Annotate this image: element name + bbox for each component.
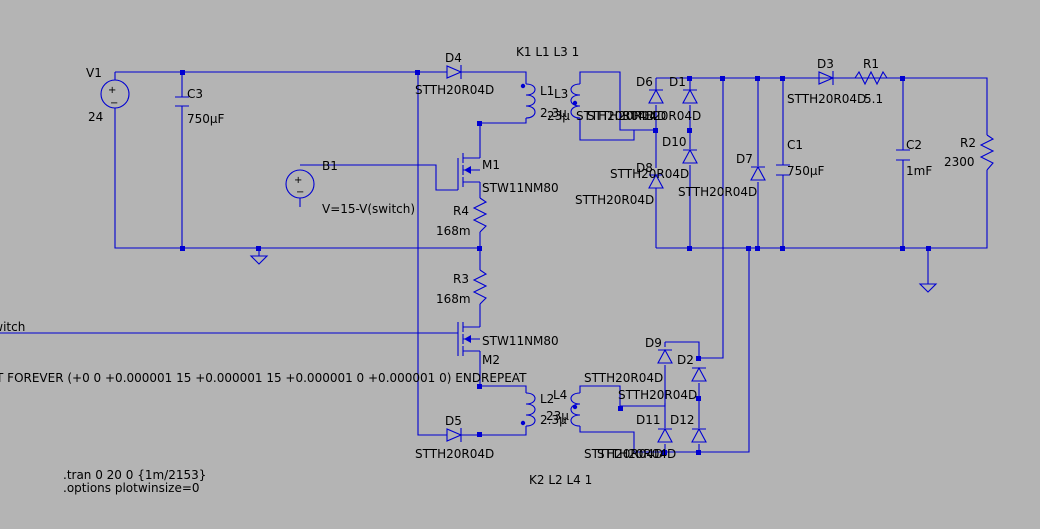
- c3-name: C3: [187, 87, 203, 101]
- m1-name: M1: [482, 158, 500, 172]
- d11-name: D11: [636, 413, 661, 427]
- m2-part: STW11NM80: [482, 334, 559, 348]
- svg-text:STTH20R04D: STTH20R04D: [618, 388, 697, 402]
- diode-d2: D2: [677, 353, 707, 382]
- k1-directive: K1 L1 L3 1: [516, 45, 579, 59]
- k2-directive: K2 L2 L4 1: [529, 473, 592, 487]
- plus-sign: +: [108, 85, 116, 96]
- d5-name: D5: [445, 414, 462, 428]
- m2-name: M2: [482, 353, 500, 367]
- voltage-source-b1: + − B1 V=15-V(switch): [285, 159, 415, 216]
- diode-d10: D10: [662, 135, 698, 164]
- svg-text:STTH20R04D: STTH20R04D: [622, 109, 701, 123]
- options-directive: .options plotwinsize=0: [63, 481, 200, 495]
- capacitor-c2: C2 1mF: [896, 138, 932, 178]
- ground-symbol: [918, 283, 938, 293]
- junction-dots: [180, 70, 931, 455]
- wires: [0, 71, 988, 453]
- l2-name: L2: [540, 392, 554, 406]
- resistor-r3: R3 168m: [436, 269, 488, 306]
- d4-name: D4: [445, 51, 462, 65]
- diode-d8: D8: [636, 161, 664, 189]
- l4-name: L4: [553, 388, 567, 402]
- c3-value: 750µF: [187, 112, 225, 126]
- lower-bridge-part-labels: STTH20R04D STTH20R04D STTH20R04D STTH20R…: [584, 371, 697, 461]
- d12-name: D12: [670, 413, 695, 427]
- d3-part: STTH20R04D: [787, 92, 866, 106]
- r2-value: 2300: [944, 155, 975, 169]
- l1-name: L1: [540, 84, 554, 98]
- r2-name: R2: [960, 136, 976, 150]
- r3-name: R3: [453, 272, 469, 286]
- d9-name: D9: [645, 336, 662, 350]
- c2-value: 1mF: [906, 164, 932, 178]
- d5-part: STTH20R04D: [415, 447, 494, 461]
- l1-value: 2.3µ: [540, 106, 567, 120]
- svg-text:−: −: [296, 187, 304, 198]
- minus-sign: −: [110, 98, 118, 109]
- diode-d5: D5 STTH20R04D: [415, 414, 494, 461]
- d10-name: D10: [662, 135, 687, 149]
- svg-text:STTH20R04D: STTH20R04D: [575, 193, 654, 207]
- diode-d12: D12: [670, 413, 707, 443]
- svg-text:STTH20R04D: STTH20R04D: [587, 109, 666, 123]
- d1-name: D1: [669, 75, 686, 89]
- svg-text:STTH20R04D: STTH20R04D: [576, 109, 655, 123]
- voltage-source-v1: + − V1 24: [86, 66, 130, 124]
- m1-part: STW11NM80: [482, 181, 559, 195]
- r4-value: 168m: [436, 224, 471, 238]
- r4-name: R4: [453, 204, 469, 218]
- capacitor-c3: C3 750µF: [175, 87, 225, 126]
- diode-d11: D11: [636, 413, 673, 443]
- inductor-l3: L3 23µ: [547, 83, 581, 123]
- upper-bridge-part-labels: STTH20R04D STTH20R04D STTH20R04D STTH20R…: [575, 109, 757, 207]
- tran-directive: .tran 0 20 0 {1m/2153}: [63, 468, 206, 482]
- d4-part: STTH20R04D: [415, 83, 494, 97]
- v1-name: V1: [86, 66, 102, 80]
- svg-text:STTH20R04D: STTH20R04D: [584, 447, 663, 461]
- l4-value: 23µ: [546, 409, 569, 423]
- resistor-r2: R2 2300: [944, 134, 995, 171]
- mosfet-m2: STW11NM80 M2: [457, 322, 559, 367]
- svg-text:STTH20R04D: STTH20R04D: [610, 167, 689, 181]
- r3-value: 168m: [436, 292, 471, 306]
- capacitor-c1: C1 750µF: [776, 138, 825, 178]
- inductor-l2: L2 2.3µ: [520, 392, 567, 427]
- c2-name: C2: [906, 138, 922, 152]
- v1-value: 24: [88, 110, 103, 124]
- l2-value: 2.3µ: [540, 413, 567, 427]
- svg-text:STTH20R04D: STTH20R04D: [597, 447, 676, 461]
- l3-name: L3: [554, 87, 568, 101]
- ground-symbol: [249, 255, 269, 265]
- svg-text:STTH20R04D: STTH20R04D: [584, 371, 663, 385]
- inductor-l1: L1 2.3µ: [520, 83, 567, 120]
- d8-name: D8: [636, 161, 653, 175]
- switch-net-label: switch: [0, 320, 25, 334]
- resistor-r1: R1: [854, 57, 888, 86]
- resistor-r4: R4 168m: [436, 197, 488, 238]
- svg-text:STTH20R04D: STTH20R04D: [678, 185, 757, 199]
- diode-d3: D3 STTH20R04D 5.1: [787, 57, 883, 106]
- diode-d6: D6: [636, 75, 664, 104]
- l3-value: 23µ: [547, 109, 570, 123]
- diode-d7: D7: [736, 152, 766, 181]
- d6-name: D6: [636, 75, 653, 89]
- inductor-l4: L4 23µ: [546, 388, 581, 427]
- b1-value: V=15-V(switch): [322, 202, 415, 216]
- d7-name: D7: [736, 152, 753, 166]
- mosfet-m1: M1 STW11NM80: [457, 152, 559, 195]
- c1-value: 750µF: [787, 164, 825, 178]
- r1-name: R1: [863, 57, 879, 71]
- svg-text:+: +: [294, 175, 302, 186]
- d3-name: D3: [817, 57, 834, 71]
- diode-d1: D1: [669, 75, 698, 104]
- r1-value: 5.1: [864, 92, 883, 106]
- diode-d9: D9: [645, 336, 673, 364]
- diode-d4: D4 STTH20R04D: [415, 51, 494, 97]
- d2-name: D2: [677, 353, 694, 367]
- pwl-source-text: REPEAT FOREVER (+0 0 +0.000001 15 +0.000…: [0, 371, 527, 385]
- b1-name: B1: [322, 159, 338, 173]
- c1-name: C1: [787, 138, 803, 152]
